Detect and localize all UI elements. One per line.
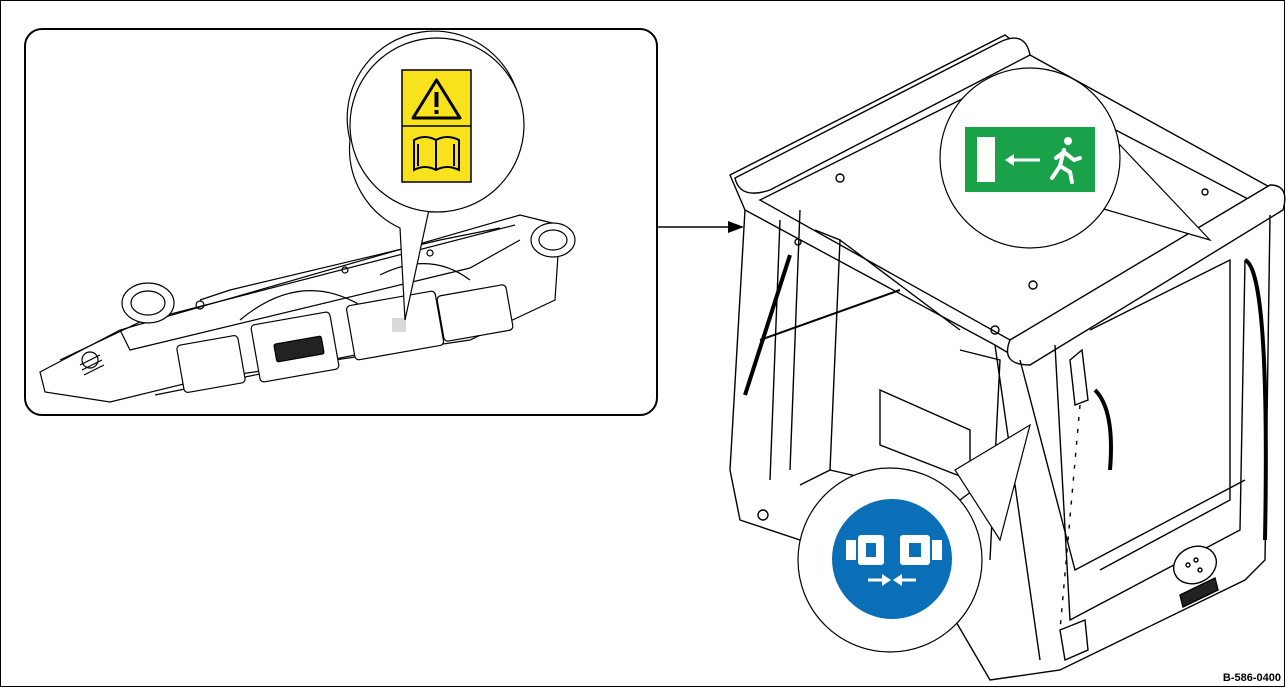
emergency-exit-sign (965, 127, 1095, 192)
running-person-icon (1050, 137, 1082, 184)
leader-arrow (658, 221, 744, 233)
seatbelt-buckle-icon (846, 535, 942, 565)
overhead-console-drawing (39, 214, 576, 403)
document-id: B-586-0400 (1222, 672, 1281, 684)
warning-triangle-icon (411, 78, 462, 120)
arrow-left-icon (1005, 154, 1040, 166)
door-icon (977, 137, 995, 182)
warning-read-manual-sign (401, 69, 472, 183)
arrows-inward-icon (868, 574, 916, 586)
manual-book-icon (413, 136, 460, 172)
wear-seatbelt-sign (832, 499, 952, 619)
